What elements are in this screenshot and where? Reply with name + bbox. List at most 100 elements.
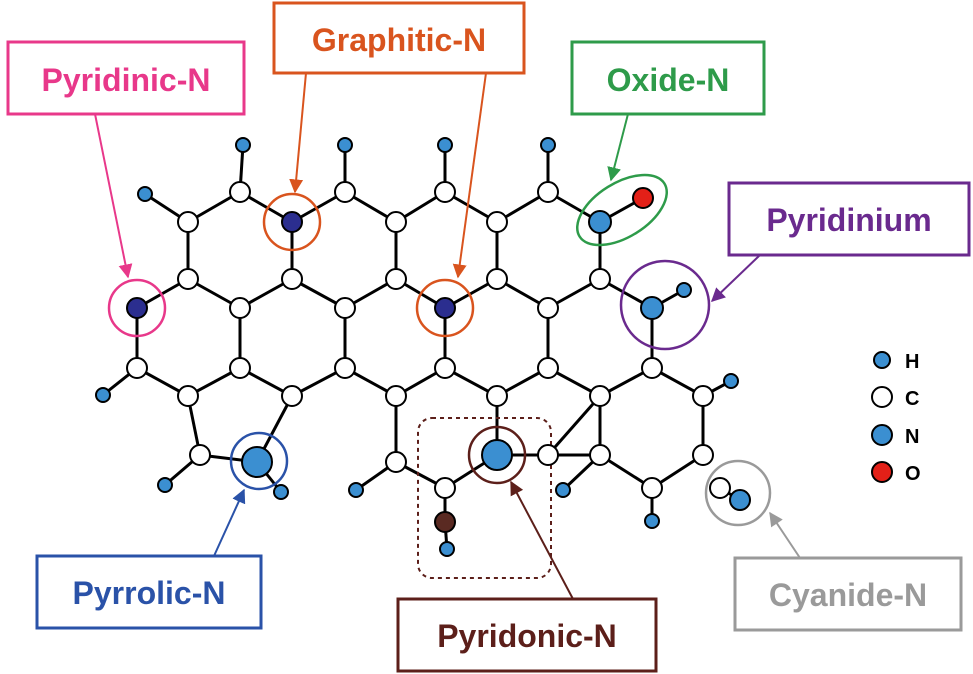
nitrogen-atom xyxy=(640,296,664,320)
carbon-atom xyxy=(486,385,508,407)
carbon-atom xyxy=(589,268,611,290)
hydrogen-atom xyxy=(555,482,571,498)
pyridonic-arrow xyxy=(510,480,574,600)
legend-item-h: H xyxy=(873,351,919,373)
oxygen-atom xyxy=(632,187,654,209)
hydrogen-atom xyxy=(723,373,739,389)
label-cyanide-text: Cyanide-N xyxy=(769,577,927,613)
label-graphitic-text: Graphitic-N xyxy=(312,22,486,58)
carbon-atom xyxy=(641,477,663,499)
graphitic-arrow-1 xyxy=(289,72,307,194)
nitrogen-atom xyxy=(481,439,513,471)
carbon-atom xyxy=(537,357,559,379)
legend-item-n: N xyxy=(871,424,919,448)
pyridinium-highlight xyxy=(619,259,711,351)
hydrogen-atom xyxy=(437,137,453,153)
hydrogen-atom xyxy=(676,282,692,298)
legend-n-swatch xyxy=(871,424,893,446)
carbon-atom xyxy=(177,385,199,407)
carbon-atom xyxy=(589,385,611,407)
label-pyridonic: Pyridonic-N xyxy=(396,597,658,673)
label-pyridinic: Pyridinic-N xyxy=(6,40,246,116)
legend-c-swatch xyxy=(871,386,893,408)
label-graphitic: Graphitic-N xyxy=(272,1,526,75)
legend-n-label: N xyxy=(905,426,919,448)
carbon-atom xyxy=(385,211,407,233)
carbon-atom xyxy=(385,451,407,473)
graphitic-highlight-1 xyxy=(262,192,322,252)
nitrogen-atom xyxy=(434,297,456,319)
hydrogen-atom xyxy=(137,186,153,202)
hydrogen-atom xyxy=(157,477,173,493)
carbon-atom xyxy=(334,357,356,379)
carbon-atom xyxy=(281,268,303,290)
carbon-atom xyxy=(229,357,251,379)
highlight-layer xyxy=(107,173,772,579)
carbon-atom xyxy=(334,181,356,203)
pyrrolic-arrow xyxy=(213,488,246,557)
carbon-atom xyxy=(385,268,407,290)
graphitic-highlight-2 xyxy=(415,278,475,338)
hydrogen-atom xyxy=(439,541,455,557)
carbon-atom xyxy=(709,477,731,499)
pyrrolic-highlight xyxy=(229,431,289,491)
label-pyridinium: Pyridinium xyxy=(727,181,971,257)
hydrogen-atom xyxy=(95,387,111,403)
carbon-atom xyxy=(486,211,508,233)
nitrogen-atom xyxy=(588,210,612,234)
carbon-atom xyxy=(177,211,199,233)
oxide-arrow xyxy=(607,113,629,182)
legend-c-label: C xyxy=(905,388,919,410)
label-pyridonic-text: Pyridonic-N xyxy=(437,618,617,654)
carbon-atom xyxy=(641,357,663,379)
carbon-atom xyxy=(537,181,559,203)
legend-item-o: O xyxy=(871,461,921,485)
carbon-atom xyxy=(385,385,407,407)
nitrogen-atom xyxy=(126,297,148,319)
label-cyanide: Cyanide-N xyxy=(733,556,963,632)
legend: H C N O xyxy=(871,351,921,485)
nitrogen-atom xyxy=(281,211,303,233)
carbon-atom xyxy=(189,444,211,466)
label-pyridinic-text: Pyridinic-N xyxy=(42,62,211,98)
graphitic-arrow-2 xyxy=(452,72,487,279)
bond xyxy=(546,395,602,456)
carbon-atom xyxy=(434,357,456,379)
nitrogen-atom xyxy=(241,446,273,478)
carbon-atom xyxy=(229,181,251,203)
carbon-atom xyxy=(692,444,714,466)
arrow-layer xyxy=(94,72,801,600)
carbon-atom xyxy=(434,181,456,203)
label-oxide: Oxide-N xyxy=(570,40,766,116)
legend-h-swatch xyxy=(873,351,891,369)
carbon-atom xyxy=(589,444,611,466)
legend-o-swatch xyxy=(871,461,893,483)
label-pyrrolic-text: Pyrrolic-N xyxy=(73,575,226,611)
legend-h-label: H xyxy=(905,351,919,373)
carbon-atom xyxy=(692,385,714,407)
label-pyrrolic: Pyrrolic-N xyxy=(35,554,263,630)
label-oxide-text: Oxide-N xyxy=(607,62,730,98)
cyanide-highlight xyxy=(704,459,772,527)
hydrogen-atom xyxy=(540,137,556,153)
carbon-atom xyxy=(434,477,456,499)
nitrogen-atom xyxy=(729,489,751,511)
atom-layer xyxy=(95,137,751,557)
hydrogen-atom xyxy=(337,137,353,153)
legend-item-c: C xyxy=(871,386,919,410)
oxide-highlight xyxy=(575,173,669,247)
carbon-atom xyxy=(281,385,303,407)
carbon-atom xyxy=(126,357,148,379)
hydrogen-atom xyxy=(348,482,364,498)
carbon-atom xyxy=(177,268,199,290)
legend-o-label: O xyxy=(905,463,921,485)
hydrogen-atom xyxy=(273,484,289,500)
pyridonic-dashed-box xyxy=(417,417,552,579)
carbon-atom xyxy=(334,297,356,319)
pyridinium-arrow xyxy=(710,254,761,302)
carbon-atom xyxy=(486,268,508,290)
pyridonic-highlight xyxy=(467,425,527,485)
label-pyridinium-text: Pyridinium xyxy=(766,202,931,238)
cyanide-arrow xyxy=(769,511,801,559)
